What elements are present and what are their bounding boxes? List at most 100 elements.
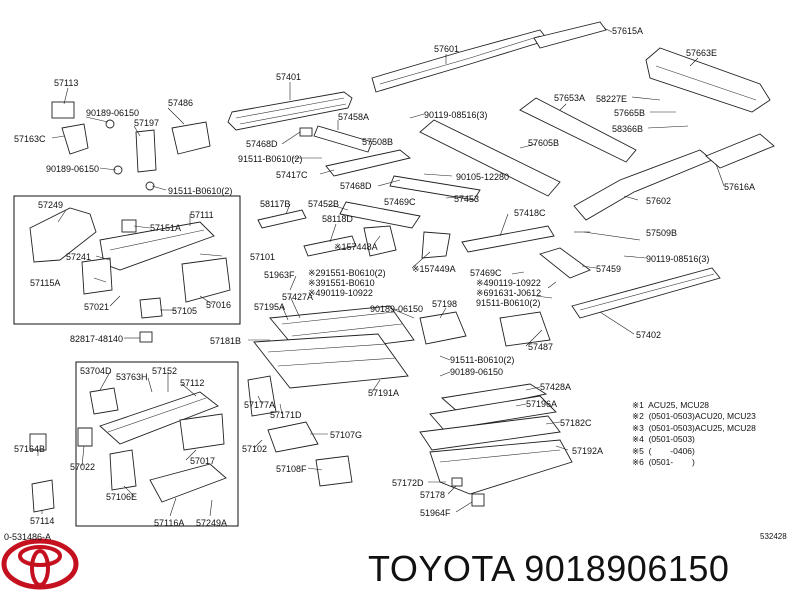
part-label: 57615A <box>612 26 643 36</box>
part-label: 57171D <box>270 410 302 420</box>
group-box-lower-left <box>75 361 239 527</box>
part-label: 57616A <box>724 182 755 192</box>
part-label: 57016 <box>206 300 231 310</box>
part-label: ※391551-B0610 <box>308 278 375 288</box>
part-label: 57665B <box>614 108 645 118</box>
part-label: 57017 <box>190 456 215 466</box>
part-label: 57402 <box>636 330 661 340</box>
part-label: 57249 <box>38 200 63 210</box>
note-line: ※2 (0501-0503)ACU20, MCU23 <box>632 411 756 422</box>
part-label: 90119-08516(3) <box>424 110 487 120</box>
part-label: 57469C <box>384 197 416 207</box>
part-label: 57021 <box>84 302 109 312</box>
part-label: 57241 <box>66 252 91 262</box>
part-label: 57468D <box>246 139 278 149</box>
part-label: 57177A <box>244 400 275 410</box>
part-label: 91511-B0610(2) <box>476 298 540 308</box>
part-label: 57191A <box>368 388 399 398</box>
part-label: 57605B <box>528 138 559 148</box>
part-label: 57427A <box>282 292 313 302</box>
part-label: 57418C <box>514 208 546 218</box>
part-label: 57198 <box>432 299 457 309</box>
part-label: 57249A <box>196 518 227 528</box>
part-label: 57182C <box>560 418 592 428</box>
part-label: 57401 <box>276 72 301 82</box>
part-label: 90105-12280 <box>456 172 509 182</box>
part-label: ※157448A <box>334 242 378 252</box>
part-label: 57172D <box>392 478 424 488</box>
part-label: 57653A <box>554 93 585 103</box>
part-label: 58118D <box>322 214 353 224</box>
part-label: 57663E <box>686 48 717 58</box>
part-label: ※691631-J0612 <box>476 288 541 298</box>
part-label: 90189-06150 <box>46 164 99 174</box>
part-label: 57601 <box>434 44 459 54</box>
part-label: 57417C <box>276 170 308 180</box>
part-label: 57116A <box>154 518 184 528</box>
part-label: 58227E <box>596 94 627 104</box>
part-label: 57459 <box>596 264 621 274</box>
part-label: 57114 <box>30 516 54 526</box>
part-label: 57106E <box>106 492 137 502</box>
part-label: 90119-08516(3) <box>646 254 709 264</box>
part-label: 57452B <box>308 199 339 209</box>
part-label: 53763H <box>116 372 148 382</box>
note-line: ※3 (0501-0503)ACU25, MCU28 <box>632 422 756 433</box>
part-label: 57192A <box>572 446 603 456</box>
part-label: 53704D <box>80 366 112 376</box>
part-label: 57602 <box>646 196 671 206</box>
part-label: 57469C <box>470 268 502 278</box>
part-label: 57101 <box>250 252 275 262</box>
part-label: 57107G <box>330 430 362 440</box>
group-box-upper-left <box>13 195 241 325</box>
note-line: ※5 ( -0406) <box>632 445 695 456</box>
note-line: ※4 (0501-0503) <box>632 434 695 445</box>
part-label: 57164B <box>14 444 45 454</box>
part-label: 57152 <box>152 366 177 376</box>
part-label: 57022 <box>70 462 95 472</box>
part-label: 57196A <box>526 399 557 409</box>
part-label: 57468D <box>340 181 372 191</box>
toyota-logo <box>1 538 79 590</box>
part-label: 91511-B0610(2) <box>168 186 232 196</box>
model-notes: ※1 ACU25, MCU28 ※2 (0501-0503)ACU20, MCU… <box>632 400 756 468</box>
part-label: 58117B <box>260 199 290 209</box>
part-label: 57163C <box>14 134 46 144</box>
part-label: 57105 <box>172 306 197 316</box>
part-label: 57112 <box>180 378 204 388</box>
part-label: 57508B <box>362 137 393 147</box>
part-label: 57151A <box>150 223 181 233</box>
part-label: 82817-48140 <box>70 334 123 344</box>
note-line: ※1 ACU25, MCU28 <box>632 400 710 410</box>
part-label: 57458A <box>338 112 369 122</box>
part-label: 57195A <box>254 302 285 312</box>
diagram-id: 532428 <box>760 532 787 541</box>
part-label: 57113 <box>54 78 78 88</box>
part-label: 57197 <box>134 118 159 128</box>
part-shapes <box>29 21 775 513</box>
part-label: 57108F <box>276 464 307 474</box>
part-label: 57102 <box>242 444 267 454</box>
part-label: 90189-06150 <box>86 108 139 118</box>
footer-code: 0-531486-A <box>4 532 52 542</box>
part-label: ※490119-10922 <box>308 288 373 298</box>
part-label: 57487 <box>528 342 553 352</box>
part-label: 51964F <box>420 508 451 518</box>
part-labels: 57113 90189-06150 57486 57401 57601 5761… <box>14 26 755 528</box>
note-line: ※6 (0501- ) <box>632 457 695 468</box>
part-label: 91511-B0610(2) <box>450 355 514 365</box>
part-label: 58366B <box>612 124 643 134</box>
part-label: 57428A <box>540 382 571 392</box>
part-label: 51963F <box>264 270 295 280</box>
part-label: 57486 <box>168 98 193 108</box>
part-label: 57509B <box>646 228 677 238</box>
part-label: 57111 <box>190 210 214 220</box>
part-label: ※157449A <box>412 264 456 274</box>
part-label: 57178 <box>420 490 445 500</box>
part-label: ※490119-10922 <box>476 278 541 288</box>
part-label: 57453 <box>454 194 479 204</box>
part-label: 91511-B0610(2) <box>238 154 302 164</box>
part-label: 57181B <box>210 336 241 346</box>
part-label: 90189-06150 <box>370 304 423 314</box>
